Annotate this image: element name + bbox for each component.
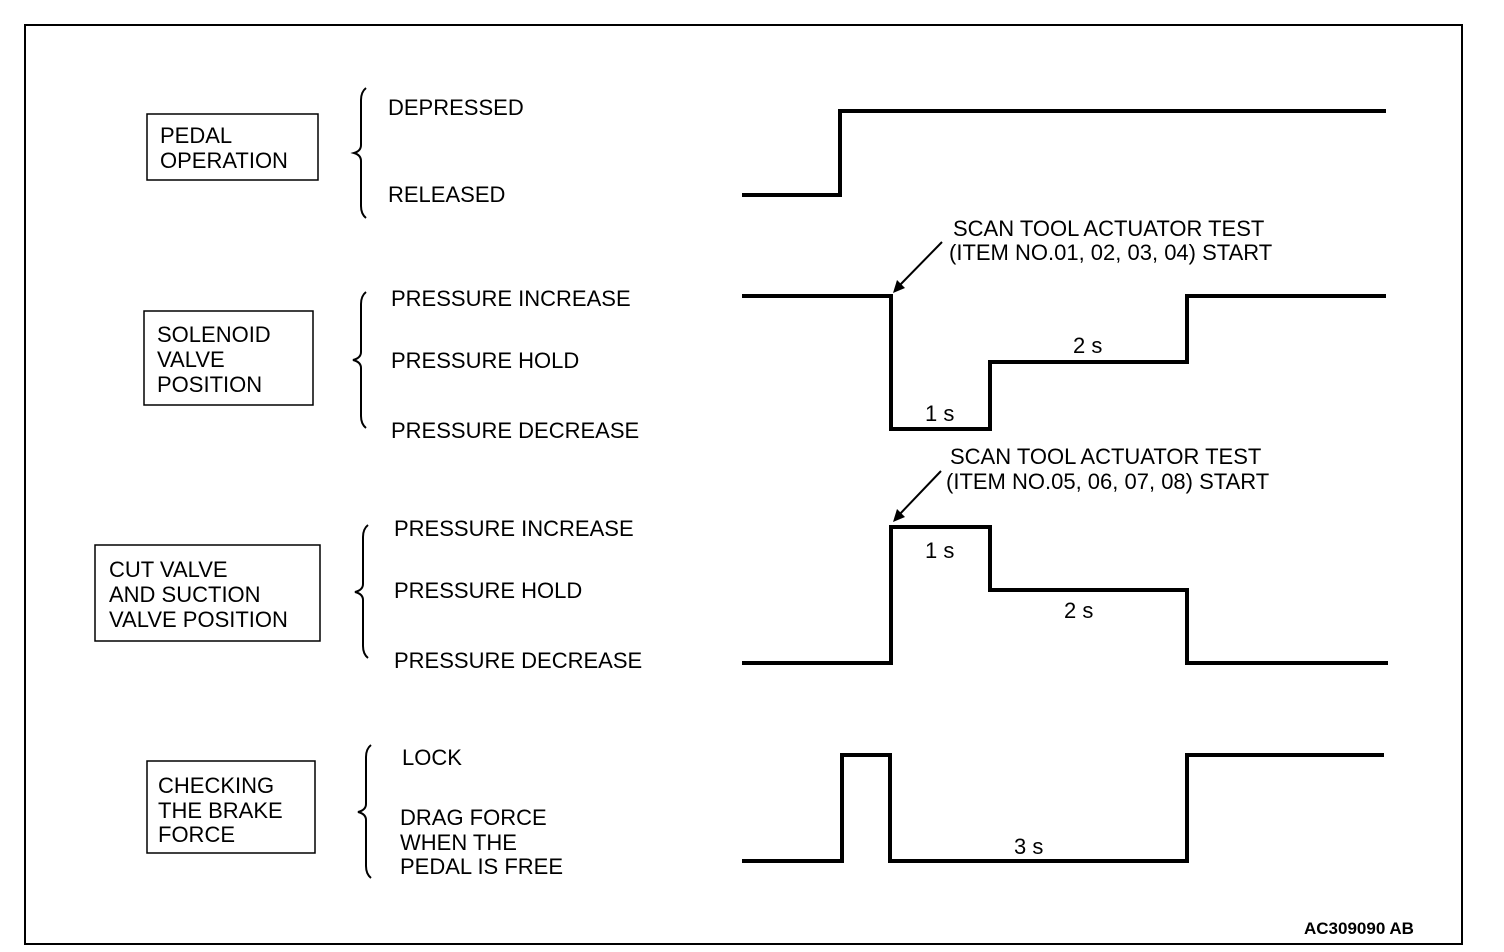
annotation-line: (ITEM NO.05, 06, 07, 08) START [946,469,1269,494]
row-pedal-operation: PEDAL OPERATION DEPRESSED RELEASED [146,87,1386,219]
annotation-line: (ITEM NO.01, 02, 03, 04) START [949,240,1272,265]
annotation-line: SCAN TOOL ACTUATOR TEST [950,444,1261,469]
annotation-arrow [897,241,943,288]
brace [352,291,367,429]
row-cut-valve: CUT VALVE AND SUCTION VALVE POSITION PRE… [94,444,1388,673]
brake-title-line: THE BRAKE [158,798,283,823]
duration-label: 2 s [1073,333,1102,358]
pedal-operation-label-box [146,113,319,181]
cut-valve-label-box [94,544,321,642]
state-label: RELEASED [388,182,505,207]
brake-force-waveform [742,753,1384,863]
brake-title-line: CHECKING [158,773,274,798]
duration-label: 1 s [925,538,954,563]
duration-label: 1 s [925,401,954,426]
solenoid-waveform [742,294,1386,431]
cut-valve-title-line: VALVE POSITION [109,607,288,632]
cut-valve-waveform [742,525,1388,665]
state-label: PRESSURE INCREASE [391,286,631,311]
pedal-title-line: OPERATION [160,148,288,173]
duration-label: 2 s [1064,598,1093,623]
solenoid-title-line: VALVE [157,347,225,372]
brace [354,524,369,659]
cut-valve-title-line: CUT VALVE [109,557,228,582]
state-label: PRESSURE INCREASE [394,516,634,541]
pedal-waveform [742,109,1386,197]
state-label: DRAG FORCE [400,805,547,830]
row-brake-force: CHECKING THE BRAKE FORCE LOCK DRAG FORCE… [146,744,1384,879]
state-label: PRESSURE HOLD [394,578,582,603]
state-label: DEPRESSED [388,95,524,120]
pedal-title-line: PEDAL [160,123,232,148]
solenoid-label-box [143,310,314,406]
annotation-arrow [897,470,942,517]
state-label: PEDAL IS FREE [400,854,563,879]
state-label: WHEN THE [400,830,517,855]
solenoid-title-line: SOLENOID [157,322,271,347]
row-solenoid-valve: SOLENOID VALVE POSITION PRESSURE INCREAS… [143,216,1386,443]
annotation-line: SCAN TOOL ACTUATOR TEST [953,216,1264,241]
cut-valve-title-line: AND SUCTION [109,582,261,607]
solenoid-title-line: POSITION [157,372,262,397]
brace [350,87,367,219]
arrowhead-icon [893,280,905,293]
brace [357,744,372,879]
brake-force-label-box [146,760,316,854]
figure-code: AC309090 AB [1304,919,1414,938]
state-label: PRESSURE HOLD [391,348,579,373]
state-label: PRESSURE DECREASE [394,648,642,673]
state-label: LOCK [402,745,462,770]
state-label: PRESSURE DECREASE [391,418,639,443]
arrowhead-icon [893,509,905,522]
duration-label: 3 s [1014,834,1043,859]
brake-title-line: FORCE [158,822,235,847]
figure-border [24,24,1463,945]
